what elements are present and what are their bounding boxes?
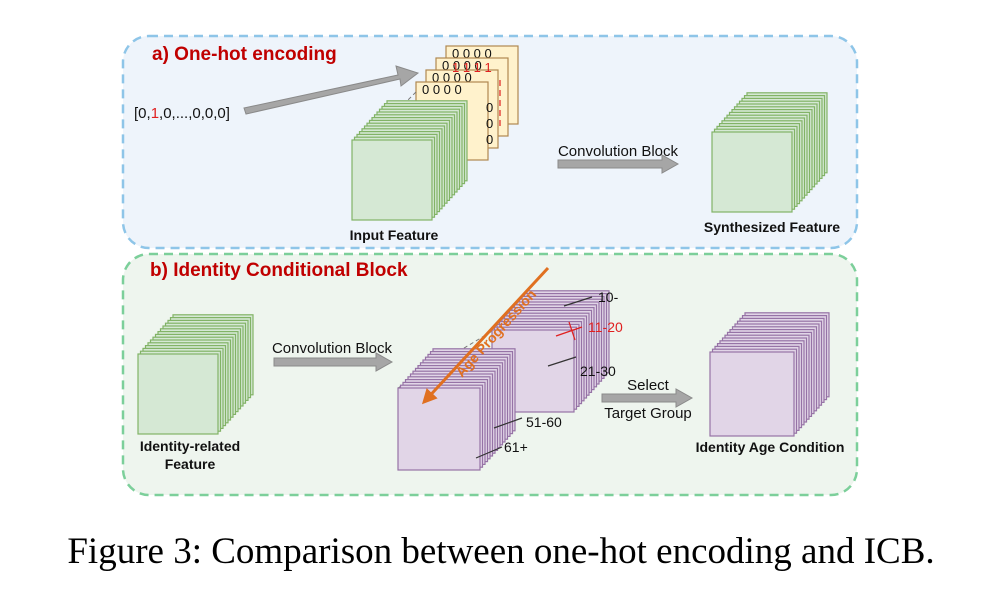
grid-ones-row: 1 1 1 1 xyxy=(452,60,492,75)
panel-a-title: a) One-hot encoding xyxy=(152,44,337,65)
age-group-10-minus: 10- xyxy=(598,289,619,305)
grid-zero-row: 0 0 0 0 xyxy=(422,82,462,97)
grid-zero-cell: 0 xyxy=(486,132,493,147)
input-feature-label: Input Feature xyxy=(350,227,439,243)
figure-canvas: a) One-hot encoding [0,1,0,...,0,0,0] 0 … xyxy=(121,34,859,497)
pointer-21-30 xyxy=(547,356,577,367)
pointer-61-plus xyxy=(475,446,503,459)
panel-identity-conditional-block: b) Identity Conditional Block Identity-r… xyxy=(121,252,859,497)
one-hot-vector: [0,1,0,...,0,0,0] xyxy=(134,105,230,122)
grid-zero-row: 0 0 0 0 xyxy=(452,46,492,61)
age-group-21-30: 21-30 xyxy=(580,363,616,379)
pointer-11-20-stem xyxy=(568,321,576,341)
feature-front-face xyxy=(351,139,433,221)
pointer-11-20 xyxy=(555,326,583,337)
synthesized-feature-label: Synthesized Feature xyxy=(704,219,840,235)
identity-age-condition-cube xyxy=(709,312,830,437)
grid-to-cube-guide xyxy=(369,91,417,139)
feature-front-face xyxy=(709,351,795,437)
vector-to-grid-arrow xyxy=(243,65,420,115)
conv-arrow-b xyxy=(273,352,394,372)
age-group-cubes xyxy=(397,290,610,471)
age-progression-arrow xyxy=(421,266,550,405)
conv-arrow-a xyxy=(557,154,680,174)
figure-caption: Figure 3: Comparison between one-hot enc… xyxy=(67,531,935,572)
age-group-51-60: 51-60 xyxy=(526,414,562,430)
conv-block-label-a: Convolution Block xyxy=(558,143,679,160)
conv-block-label-b: Convolution Block xyxy=(272,340,393,357)
select-label-line2: Target Group xyxy=(604,405,692,422)
age-group-61-plus: 61+ xyxy=(504,439,528,455)
identity-age-condition-label: Identity Age Condition xyxy=(696,439,845,455)
feature-front-face xyxy=(397,387,481,471)
panel-b-title: b) Identity Conditional Block xyxy=(150,260,408,281)
identity-feature-cube xyxy=(137,314,254,435)
grid-zero-cell: 0 xyxy=(486,100,493,115)
grid-zero-cell: 0 xyxy=(486,116,493,131)
age-group-11-20: 11-20 xyxy=(588,319,623,335)
feature-front-face xyxy=(711,131,793,213)
grid-zero-row: 0 0 0 0 xyxy=(442,58,482,73)
identity-feature-label-line1: Identity-related xyxy=(140,438,240,454)
grid-zero-row: 0 0 0 0 xyxy=(432,70,472,85)
identity-feature-label-line2: Feature xyxy=(165,456,216,472)
panel-one-hot-encoding: a) One-hot encoding [0,1,0,...,0,0,0] 0 … xyxy=(121,34,859,250)
pointer-51-60 xyxy=(493,417,523,429)
select-label-line1: Select xyxy=(627,377,670,394)
feature-front-face xyxy=(137,353,219,435)
select-arrow xyxy=(601,388,694,408)
synthesized-feature-cube xyxy=(711,92,828,213)
pointer-10-minus xyxy=(563,296,593,307)
input-feature-cube xyxy=(351,100,468,221)
age-group-pointers: 10- 11-20 21-30 51-60 61+ xyxy=(475,289,623,459)
